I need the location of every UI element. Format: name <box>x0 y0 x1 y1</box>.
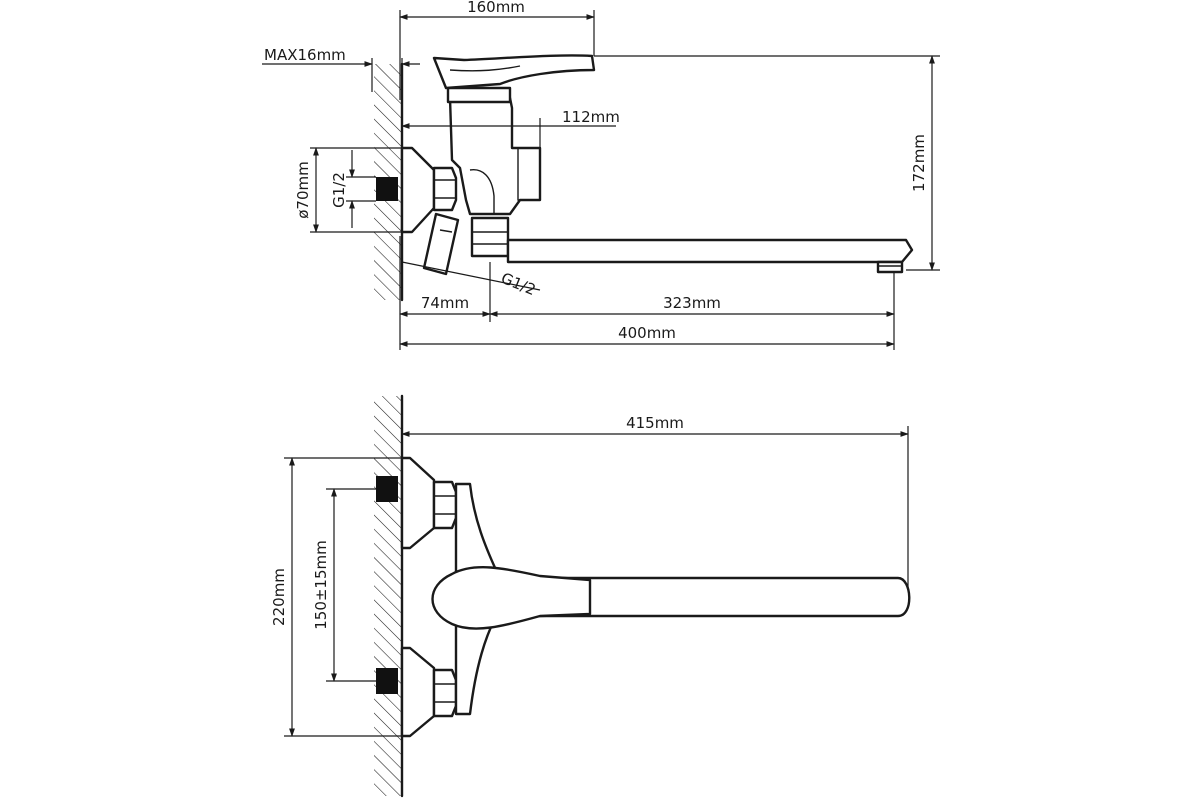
front-flange-top <box>400 456 436 550</box>
side-collar <box>446 86 512 104</box>
label-body-depth: 112mm <box>562 108 620 126</box>
label-wall-max: MAX16mm <box>264 46 346 64</box>
side-diverter <box>422 212 460 276</box>
leader-outlet-thread <box>401 261 541 291</box>
front-nut-bottom <box>432 668 458 718</box>
label-overall-length: 400mm <box>618 324 676 342</box>
label-body-offset: 74mm <box>421 294 469 312</box>
side-inlet-solid <box>376 177 398 201</box>
label-spout-length: 323mm <box>663 294 721 312</box>
side-view: 160mm MAX16mm 112mm 172mm ø70mm G1/2 G1/… <box>262 0 940 350</box>
label-inlet-spacing: 150±15mm <box>312 540 330 630</box>
side-aerator <box>876 260 904 274</box>
side-handle-detail <box>449 65 521 72</box>
side-body-knob <box>517 147 541 201</box>
wall-hatch-bottom <box>374 396 402 796</box>
side-handle-lever <box>432 54 596 90</box>
label-spout-reach: 415mm <box>626 414 684 432</box>
side-flange <box>400 146 436 234</box>
front-nut-top <box>432 480 458 530</box>
label-height: 172mm <box>910 134 928 192</box>
side-hex-nut <box>432 166 458 212</box>
label-overall-height: 220mm <box>270 568 288 626</box>
side-spout-connector <box>470 216 510 258</box>
diverter-line <box>439 229 453 233</box>
front-view: 415mm 220mm 150±15mm <box>270 394 911 798</box>
front-flange-bottom <box>400 646 436 738</box>
side-spout <box>506 238 914 264</box>
label-flange-diameter: ø70mm <box>294 161 312 219</box>
side-body-curve <box>469 169 495 214</box>
front-spout <box>486 576 911 618</box>
label-inlet-thread: G1/2 <box>330 172 348 208</box>
label-outlet-thread: G1/2 <box>499 269 539 299</box>
front-handle <box>431 566 592 630</box>
front-inlet-top <box>376 476 398 502</box>
label-handle-width: 160mm <box>467 0 525 16</box>
front-inlet-bottom <box>376 668 398 694</box>
side-body <box>448 96 542 216</box>
